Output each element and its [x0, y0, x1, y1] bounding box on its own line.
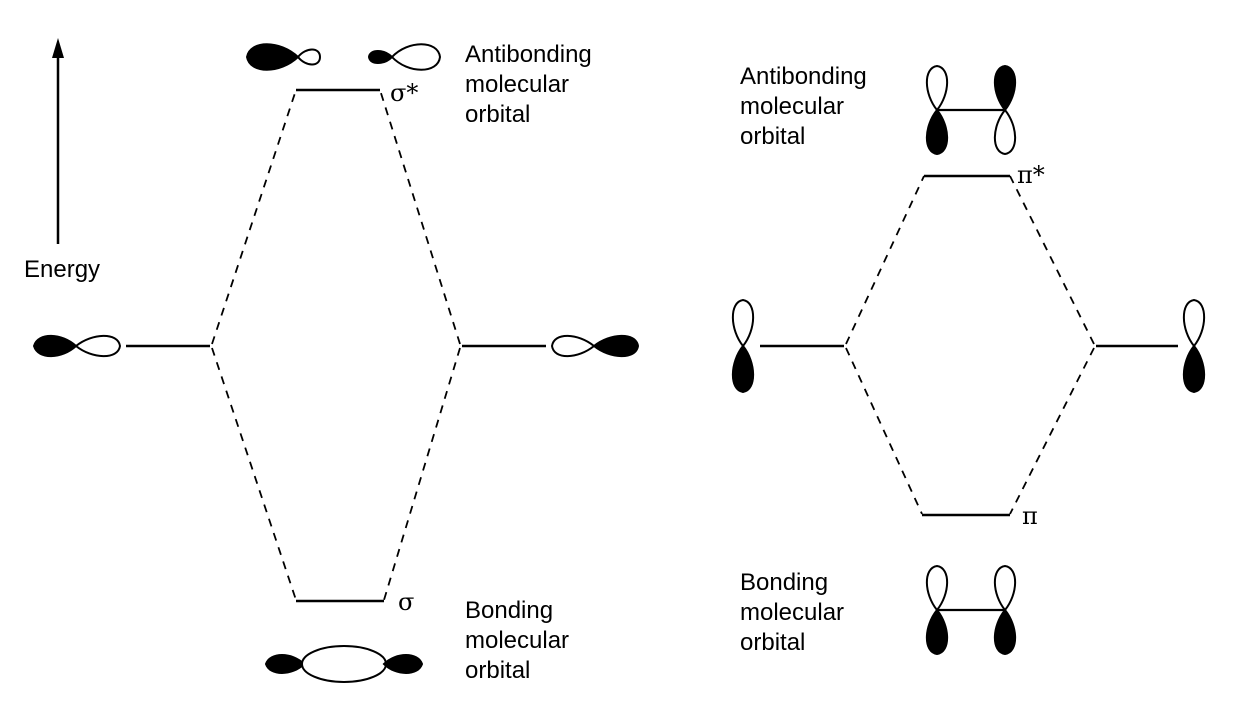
pi-star-right-lobe-filled-top — [993, 64, 1017, 112]
pi-bonding-label-line-2: molecular — [740, 599, 844, 626]
sigma-bonding-label-line-1: Bonding — [465, 597, 553, 624]
sigma-dash-left-to-antibonding — [211, 89, 297, 345]
pi-left-p-lobe-open — [731, 298, 755, 348]
sigma-left-p-lobe-filled — [32, 334, 78, 358]
pi-orbital-picture — [925, 564, 1017, 656]
pi-antibonding-label-line-1: Antibonding — [740, 63, 867, 90]
sigma-right-atomic-orbital — [462, 334, 640, 358]
sigma-star-lobe-filled-small — [367, 50, 394, 64]
pi-bonding-label: Bonding molecular orbital — [740, 569, 851, 656]
pi-bonding-left-lobe-filled-bottom — [925, 608, 949, 656]
pi-bonding-right-lobe-open-top — [993, 564, 1017, 612]
sigma-antibonding-label: Antibonding molecular orbital — [465, 41, 598, 128]
pi-star-orbital-picture — [925, 64, 1017, 156]
energy-axis-label: Energy — [24, 256, 100, 283]
pi-dash-left-to-antibonding — [845, 175, 925, 345]
sigma-star-lobe-open-large — [390, 43, 442, 71]
sigma-bonding-label-line-3: orbital — [465, 657, 530, 684]
pi-bonding-label-line-1: Bonding — [740, 569, 828, 596]
sigma-antibonding-label-line-1: Antibonding — [465, 41, 592, 68]
pi-dash-right-to-antibonding — [1009, 175, 1095, 345]
pi-diagram: Antibonding molecular orbital π* π Bondi… — [731, 63, 1206, 656]
pi-bonding-right-lobe-filled-bottom — [993, 608, 1017, 656]
pi-dash-left-to-bonding — [845, 347, 923, 515]
energy-axis-arrowhead — [52, 38, 64, 58]
pi-symbol: π — [1022, 502, 1038, 530]
sigma-diagram: σ* Antibonding molecular orbital σ — [32, 41, 640, 684]
sigma-bonding-lobe-filled-left — [264, 654, 306, 674]
sigma-bonding-label: Bonding molecular orbital — [465, 597, 576, 684]
pi-right-p-lobe-open — [1182, 298, 1206, 348]
sigma-dash-right-to-bonding — [383, 347, 461, 601]
pi-correlation-lines — [845, 175, 1095, 515]
sigma-antibonding-label-line-2: molecular — [465, 71, 569, 98]
pi-star-left-lobe-filled-bottom — [925, 108, 949, 156]
sigma-star-lobe-filled-large — [245, 43, 300, 71]
sigma-bonding-label-line-2: molecular — [465, 627, 569, 654]
pi-right-atomic-orbital — [1096, 298, 1206, 394]
sigma-bonding-lobe-open-center — [301, 645, 387, 683]
energy-axis: Energy — [24, 38, 100, 283]
sigma-star-lobe-open-small — [296, 48, 322, 66]
pi-dash-right-to-bonding — [1009, 347, 1095, 515]
pi-antibonding-label-line-2: molecular — [740, 93, 844, 120]
sigma-correlation-lines — [211, 89, 461, 601]
sigma-star-symbol: σ* — [390, 79, 418, 107]
pi-star-symbol: π* — [1017, 161, 1045, 189]
pi-right-p-lobe-filled — [1182, 344, 1206, 394]
sigma-dash-left-to-bonding — [211, 347, 297, 601]
sigma-right-p-lobe-open — [550, 334, 596, 358]
sigma-bonding-lobe-filled-right — [382, 654, 424, 674]
pi-star-left-lobe-open-top — [925, 64, 949, 112]
pi-antibonding-label-line-3: orbital — [740, 123, 805, 150]
sigma-left-p-lobe-open — [74, 334, 122, 358]
pi-left-atomic-orbital — [731, 298, 844, 394]
sigma-antibonding-label-line-3: orbital — [465, 101, 530, 128]
sigma-left-atomic-orbital — [32, 334, 210, 358]
sigma-dash-right-to-antibonding — [379, 89, 461, 345]
pi-bonding-left-lobe-open-top — [925, 564, 949, 612]
pi-bonding-label-line-3: orbital — [740, 629, 805, 656]
sigma-right-p-lobe-filled — [592, 334, 640, 358]
pi-antibonding-label: Antibonding molecular orbital — [740, 63, 873, 150]
pi-star-right-lobe-open-bottom — [993, 108, 1017, 156]
pi-left-p-lobe-filled — [731, 344, 755, 394]
sigma-orbital-picture — [264, 645, 424, 683]
sigma-symbol: σ — [398, 588, 414, 616]
sigma-star-orbital-picture — [245, 43, 442, 71]
